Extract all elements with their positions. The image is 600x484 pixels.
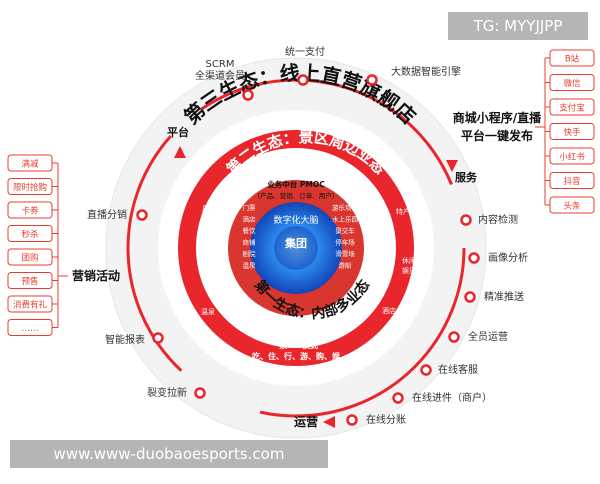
ring-dot-2: [366, 74, 378, 86]
left-column-item-0: 门票: [243, 203, 257, 212]
publish-label: 平台一键发布: [461, 128, 533, 143]
ring-dot-8: [152, 332, 164, 344]
watermark-bottom: www.www-duobaoesports.com: [10, 440, 328, 468]
right-tag-2: 支付宝: [559, 102, 585, 113]
operation-arrow-icon: [323, 416, 335, 428]
service-item-2: 大数据智能引擎: [391, 65, 461, 78]
right-tag-0-box: [549, 49, 595, 67]
right-tag-5-box: [549, 172, 595, 189]
left-tag-2: 卡券: [21, 205, 39, 216]
right-column-item-1: 水上乐园: [332, 215, 358, 224]
group-label: 集团: [284, 236, 307, 250]
ring-dot-7: [448, 331, 460, 343]
ring-dot-10: [194, 387, 206, 399]
side-item-right-mid: 休闲娱乐: [402, 256, 416, 275]
service-item-8: 智能报表: [105, 333, 145, 346]
ring-dot-1: [297, 74, 309, 86]
ring-dot-5: [468, 252, 480, 264]
side-item-right-bottom: 酒店: [382, 306, 396, 315]
left-column-item-4: 剧院: [243, 249, 257, 258]
right-tag-2-box: [549, 98, 595, 116]
right-tag-1-box: [549, 74, 595, 91]
service-item-1: 统一支付: [285, 45, 325, 58]
left-tag-0-box: [7, 154, 53, 172]
side-item-left-top: 周边景区: [202, 204, 216, 223]
right-tag-6: 头条: [563, 200, 581, 211]
left-tag-3-box: [7, 225, 53, 242]
mall-label: 商城小程序/直播: [453, 110, 542, 125]
service-item-11: 在线进件（商户）: [412, 391, 492, 404]
service-item-6: 精准推送: [484, 290, 524, 303]
service-item-3: 直播分销: [87, 208, 127, 221]
ring-dot-11: [392, 392, 404, 404]
left-tag-7-box: [7, 319, 53, 336]
left-tag-5: 预售: [21, 276, 38, 287]
left-tag-5-box: [7, 272, 53, 289]
right-tag-6-box: [549, 196, 595, 214]
left-column-item-2: 餐饮: [243, 226, 257, 235]
left-tag-3: 秒杀: [21, 229, 39, 240]
right-column-item-5: 游船: [339, 261, 353, 270]
left-tag-0: 满减: [21, 158, 39, 169]
outer-red-arc: [126, 78, 466, 418]
left-tag-7: ……: [22, 324, 39, 334]
right-tag-4-box: [549, 147, 595, 165]
left-tag-6: 消费有礼: [13, 299, 48, 310]
right-column-item-0: 游乐项目: [332, 203, 358, 212]
left-tag-1: 限时抢购: [13, 182, 47, 193]
service-arrow-icon: [446, 160, 458, 172]
right-tag-0: B站: [565, 53, 580, 64]
platform-arrow-icon: [174, 146, 186, 158]
service-item-12: 在线分账: [366, 413, 406, 426]
side-item-left-bottom: 温泉: [201, 307, 215, 316]
ring-dot-6: [464, 291, 476, 303]
side-item-left-mid: 特色餐饮: [200, 256, 214, 275]
service-item-5: 画像分析: [488, 251, 528, 264]
left-tag-6-box: [7, 295, 53, 313]
right-tag-3-box: [549, 123, 595, 140]
left-column-item-5: 温泉: [243, 261, 257, 270]
ring-dot-9: [420, 364, 432, 376]
left-column-item-1: 酒店: [243, 215, 257, 224]
left-tag-2-box: [7, 201, 53, 219]
digital-brain-label: 数字化大脑: [273, 214, 318, 226]
service-item-9: 在线客服: [438, 363, 478, 376]
right-tag-4: 小红书: [559, 151, 585, 162]
ring-dot-3: [136, 209, 148, 221]
right-column-item-4: 滑雪场: [335, 249, 355, 258]
right-tag-3: 快手: [563, 127, 581, 138]
left-column-item-3: 商铺: [243, 238, 257, 247]
ring-dot-4: [460, 214, 472, 226]
left-tag-1-box: [7, 178, 53, 195]
left-tag-4-box: [7, 248, 53, 266]
ring-dot-12: [346, 414, 358, 426]
ticket-mode-sub: 吃、住、行、游、购、娱: [252, 351, 341, 361]
platform-label: 平台: [167, 125, 189, 139]
middle-platform-title: 业务中台 PMOC: [267, 179, 325, 189]
operation-label: 运营: [294, 414, 318, 429]
ring-dot-0: [242, 89, 254, 101]
middle-platform-sub: （产品、营销、订单、用户）: [254, 191, 339, 200]
right-column-item-2: 景交车: [335, 226, 355, 235]
service-item-7: 全员运营: [468, 330, 508, 343]
marketing-label: 营销活动: [72, 268, 120, 283]
side-item-right-top: 特产: [396, 207, 410, 216]
group-core: [274, 226, 318, 270]
left-tag-4: 团购: [21, 252, 38, 263]
right-column-item-3: 停车场: [335, 238, 355, 247]
service-item-10: 裂变拉新: [147, 386, 187, 399]
service-label: 服务: [455, 170, 478, 184]
right-tag-1: 微信: [563, 78, 581, 89]
service-item-4: 内容检测: [478, 213, 518, 226]
watermark-top: TG: MYYJJPP: [448, 12, 588, 40]
right-tag-5: 抖音: [563, 176, 581, 187]
ticket-mode-title: “票+” 模式: [274, 340, 318, 350]
